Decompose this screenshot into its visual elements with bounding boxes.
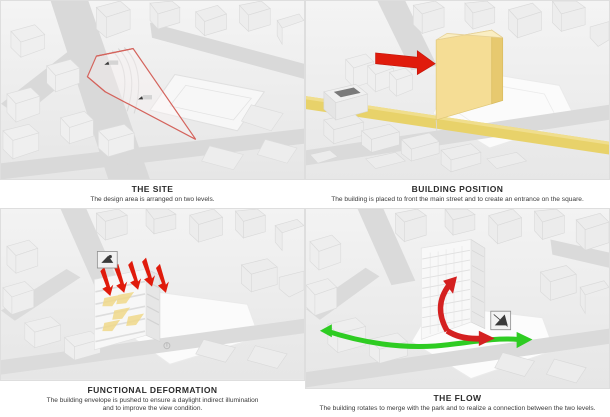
panel-title: BUILDING POSITION (411, 184, 504, 195)
city-blocks-top (95, 209, 304, 252)
viewport-functional-deformation (0, 208, 305, 381)
viewport-the-flow (305, 208, 610, 390)
level-marker-lower (138, 95, 153, 100)
panel-title: THE SITE (131, 184, 174, 195)
red-placement-arrow (375, 50, 436, 76)
ground-marker-icon (163, 342, 171, 350)
city-blocks-bottom (309, 113, 528, 173)
road-network (306, 1, 609, 166)
panel-title: THE FLOW (433, 393, 482, 404)
panel-the-flow: THE FLOW The building rotates to merge w… (305, 208, 610, 417)
viewport-site (0, 0, 305, 181)
orientation-badge (490, 310, 512, 331)
daylight-wedges (102, 291, 145, 332)
red-rotation-arrow (437, 276, 495, 347)
caption-building-position: BUILDING POSITION The building is placed… (305, 180, 610, 208)
caption-site: THE SITE The design area is arranged on … (0, 180, 305, 208)
scene-the-flow (306, 209, 609, 389)
site-boundary-polygon (86, 47, 197, 140)
green-flow-arrow (319, 324, 533, 350)
plaza-inner-field (169, 84, 253, 121)
scene-functional-deformation (1, 209, 304, 380)
level-marker-upper (104, 60, 119, 65)
panel-title: FUNCTIONAL DEFORMATION (87, 384, 218, 395)
city-blocks-left (2, 24, 135, 160)
caption-functional-deformation: FUNCTIONAL DEFORMATION The building enve… (0, 380, 305, 417)
panel-site: THE SITE The design area is arranged on … (0, 0, 305, 208)
red-push-arrows (100, 257, 169, 296)
scene-building-position (306, 1, 609, 180)
city-blocks-top (394, 209, 609, 252)
panel-description: The building is placed to front the main… (331, 196, 584, 204)
city-blocks-top (412, 1, 609, 47)
panel-description: The building rotates to merge with the p… (319, 405, 596, 413)
city-blocks-right (201, 104, 298, 171)
scene-site (1, 1, 304, 180)
building-volume-slab (435, 29, 504, 136)
view-condition-badge (96, 251, 118, 269)
main-street-highlight (306, 96, 609, 155)
caption-the-flow: THE FLOW The building rotates to merge w… (305, 389, 610, 417)
city-blocks-right (195, 258, 304, 369)
city-blocks-right (494, 265, 609, 384)
panel-building-position: BUILDING POSITION The building is placed… (305, 0, 610, 208)
landmark-block (323, 83, 369, 121)
panel-description: The design area is arranged on two level… (90, 196, 215, 204)
viewport-building-position (305, 0, 610, 181)
panel-description: The building envelope is pushed to ensur… (46, 396, 259, 413)
panel-functional-deformation: FUNCTIONAL DEFORMATION The building enve… (0, 208, 305, 417)
city-blocks-top (95, 1, 304, 46)
